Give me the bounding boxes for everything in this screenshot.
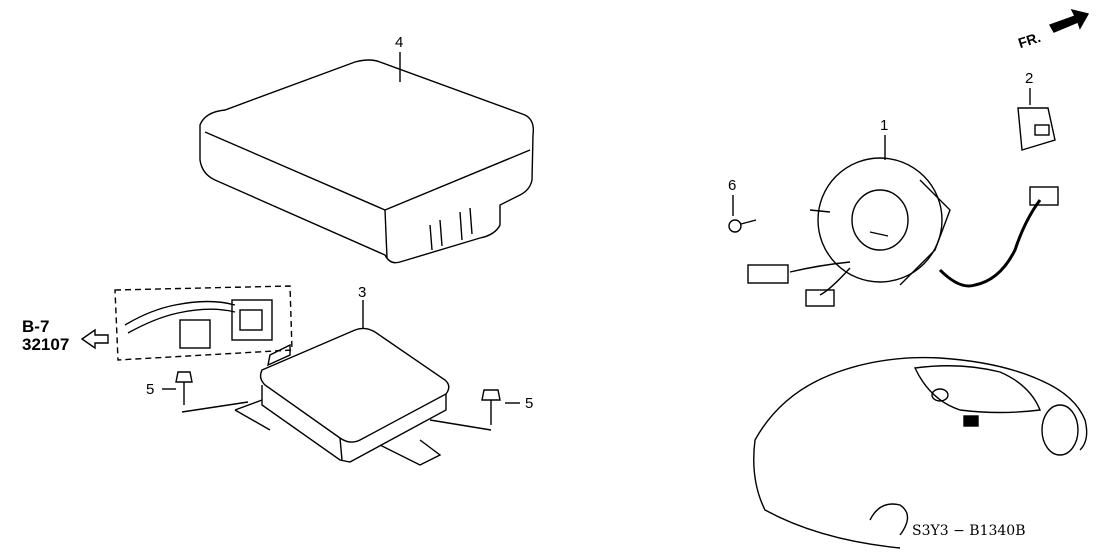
callout-2: 2	[1025, 70, 1034, 87]
srs-unit-part-3	[234, 327, 450, 466]
reference-arrow-icon	[80, 328, 109, 350]
harness-connector	[124, 299, 273, 349]
callout-5-right: 5	[525, 395, 534, 412]
callout-3: 3	[358, 284, 367, 301]
vehicle-location-sketch	[753, 356, 1088, 549]
cover-part-4	[199, 59, 535, 264]
bolt-left-part-5	[175, 371, 249, 413]
diagram-code: S3Y3 − B1340B	[912, 523, 1026, 539]
cable-reel-part-1	[747, 157, 1059, 307]
reference-number[interactable]: 32107	[22, 335, 70, 354]
callout-1: 1	[880, 117, 889, 134]
callout-6: 6	[728, 177, 737, 194]
screw-part-6	[728, 219, 757, 233]
reference-section[interactable]: B-7	[22, 317, 50, 336]
bolt-right-part-5	[429, 389, 501, 431]
front-arrow-icon	[1048, 8, 1090, 33]
callout-4: 4	[395, 34, 404, 51]
harness-detail-box	[114, 285, 293, 361]
callout-5-left: 5	[146, 381, 155, 398]
sensor-part-2	[1017, 107, 1056, 151]
